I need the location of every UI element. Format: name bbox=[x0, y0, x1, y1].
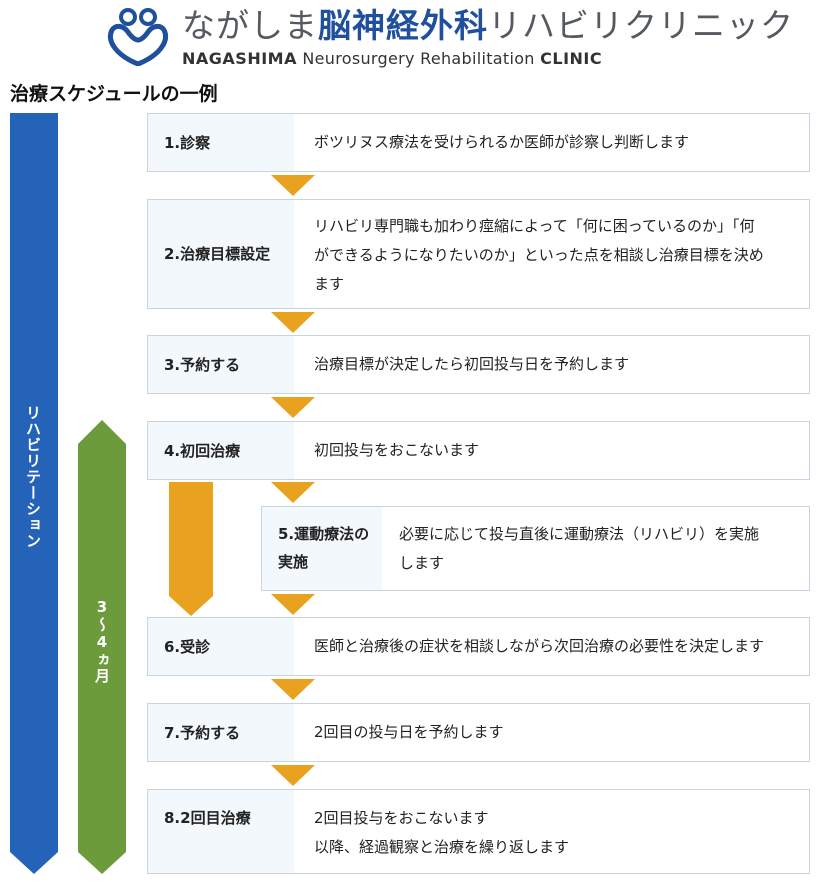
step-7-label: 7.予約する bbox=[148, 704, 294, 761]
clinic-logo-icon bbox=[108, 8, 168, 66]
rehab-period-label: リハビリテーション bbox=[24, 405, 42, 549]
step-1-text: ボツリヌス療法を受けられるか医師が診察し判断します bbox=[314, 133, 690, 151]
step-3-text: 治療目標が決定したら初回投与日を予約します bbox=[314, 355, 630, 373]
step-2: 2.治療目標設定 リハビリ専門職も加わり痙縮によって「何に困っているのか」「何 … bbox=[147, 199, 810, 309]
step-5-label-line: 実施 bbox=[278, 553, 309, 571]
step-5-label-line: 5.運動療法の bbox=[278, 525, 370, 543]
step-3-label: 3.予約する bbox=[148, 336, 294, 393]
rehab-period-bar bbox=[10, 113, 58, 874]
step-5-text-line: 必要に応じて投与直後に運動療法（リハビリ）を実施 bbox=[399, 525, 760, 543]
step-4: 4.初回治療 初回投与をおこないます bbox=[147, 421, 810, 480]
step-2-text: リハビリ専門職も加わり痙縮によって「何に困っているのか」「何 ができるようになり… bbox=[294, 200, 780, 308]
step-2-label: 2.治療目標設定 bbox=[148, 200, 294, 308]
clinic-name-part3: リハビリクリニック bbox=[488, 6, 794, 45]
clinic-english-bold2: CLINIC bbox=[540, 49, 603, 68]
flow-arrow-6 bbox=[271, 679, 315, 700]
step-4-label: 4.初回治療 bbox=[148, 422, 294, 479]
clinic-english-bold1: NAGASHIMA bbox=[182, 49, 297, 68]
clinic-english-name: NAGASHIMA Neurosurgery Rehabilitation CL… bbox=[182, 49, 602, 68]
step-4-text: 初回投与をおこないます bbox=[314, 441, 480, 459]
flow-arrow-1 bbox=[271, 175, 315, 196]
step-8-label: 8.2回目治療 bbox=[148, 790, 294, 873]
step-8-text-line: 以降、経過観察と治療を繰り返します bbox=[314, 838, 570, 856]
step-5-text: 必要に応じて投与直後に運動療法（リハビリ）を実施 します bbox=[382, 507, 775, 590]
step-3: 3.予約する 治療目標が決定したら初回投与日を予約します bbox=[147, 335, 810, 394]
step-8: 8.2回目治療 2回目投与をおこないます 以降、経過観察と治療を繰り返します bbox=[147, 789, 810, 874]
flow-arrow-5 bbox=[271, 594, 315, 615]
step-8-text: 2回目投与をおこないます 以降、経過観察と治療を繰り返します bbox=[294, 790, 585, 873]
step-1: 1.診察 ボツリヌス療法を受けられるか医師が診察し判断します bbox=[147, 113, 810, 172]
step-8-text-line: 2回目投与をおこないます bbox=[314, 809, 489, 827]
page-title: 治療スケジュールの一例 bbox=[10, 83, 218, 105]
clinic-name: ながしま脳神経外科リハビリクリニック bbox=[182, 6, 794, 46]
step-2-text-line: ができるようになりたいのか」といった点を相談し治療目標を決め bbox=[314, 246, 764, 264]
flow-arrow-3 bbox=[271, 397, 315, 418]
step-6-label: 6.受診 bbox=[148, 618, 294, 675]
flow-arrow-4 bbox=[271, 482, 315, 503]
treatment-period-bar bbox=[78, 420, 126, 874]
flow-arrow-7 bbox=[271, 765, 315, 786]
treatment-period-label: 3〜4ヵ月 bbox=[93, 598, 111, 684]
step-6: 6.受診 医師と治療後の症状を相談しながら次回治療の必要性を決定します bbox=[147, 617, 810, 676]
step-5: 5.運動療法の 実施 必要に応じて投与直後に運動療法（リハビリ）を実施 します bbox=[261, 506, 810, 591]
flow-arrow-2 bbox=[271, 312, 315, 333]
clinic-name-part2: 脳神経外科 bbox=[318, 6, 488, 45]
step-2-text-line: ます bbox=[314, 275, 345, 293]
followup-down-arrow bbox=[169, 482, 213, 616]
step-6-text: 医師と治療後の症状を相談しながら次回治療の必要性を決定します bbox=[314, 637, 765, 655]
step-7-text: 2回目の投与日を予約します bbox=[314, 723, 504, 741]
clinic-name-part1: ながしま bbox=[182, 6, 318, 45]
step-2-text-line: リハビリ専門職も加わり痙縮によって「何に困っているのか」「何 bbox=[314, 217, 755, 235]
step-5-label: 5.運動療法の 実施 bbox=[262, 507, 382, 590]
step-7: 7.予約する 2回目の投与日を予約します bbox=[147, 703, 810, 762]
step-5-text-line: します bbox=[399, 554, 445, 572]
step-1-label: 1.診察 bbox=[148, 114, 294, 171]
clinic-english-normal: Neurosurgery Rehabilitation bbox=[302, 49, 535, 68]
